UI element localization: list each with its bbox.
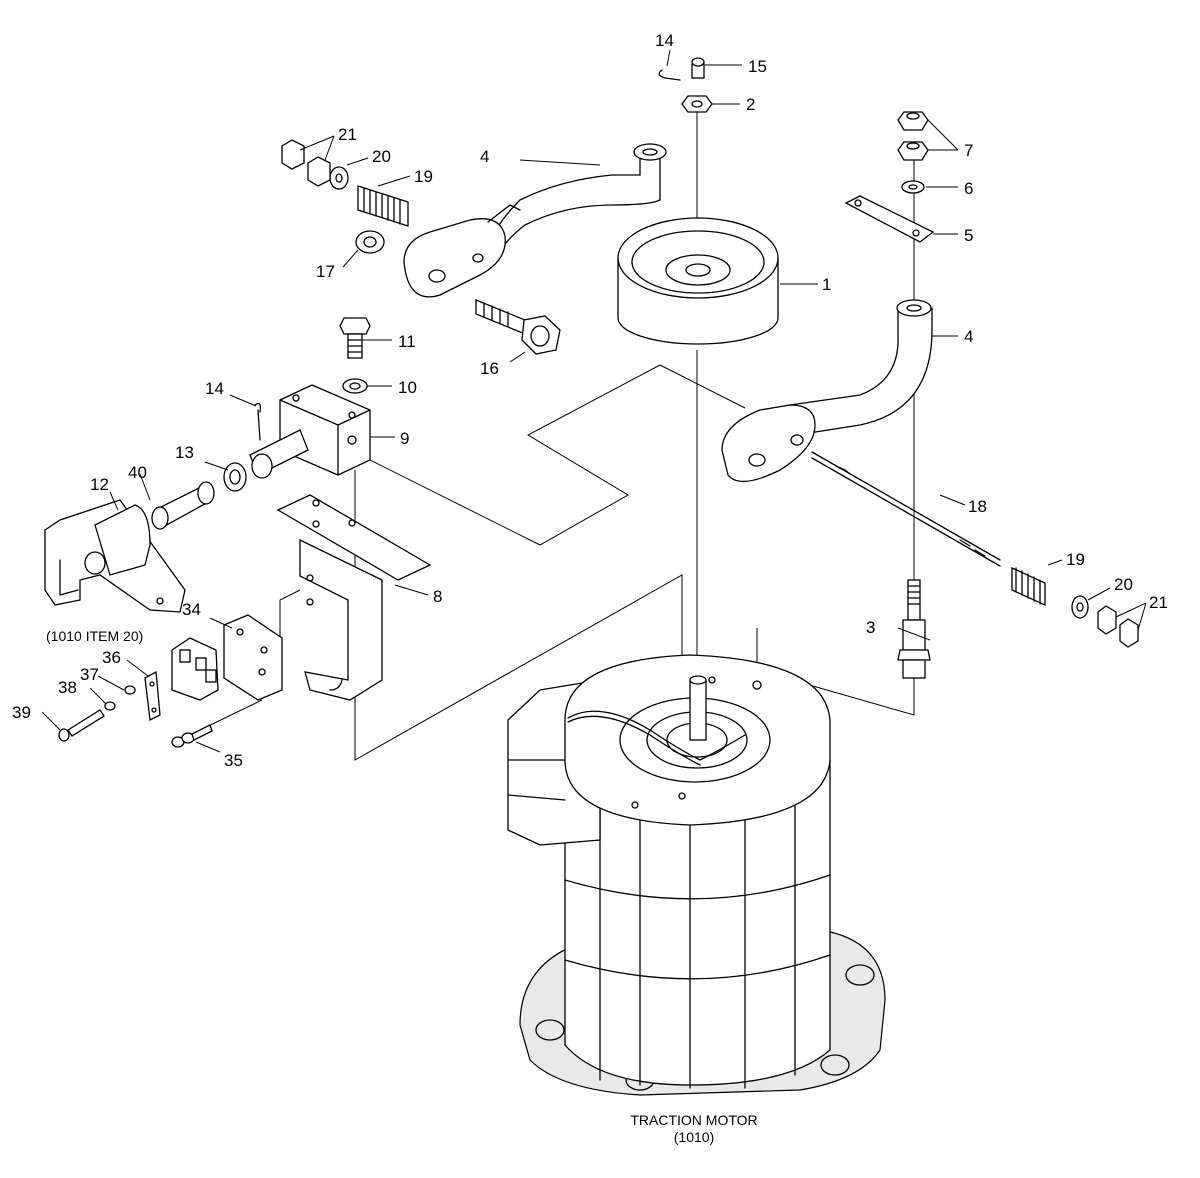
leader-lines [41,49,1147,753]
washer-37 [124,685,136,695]
label-part-18: 18 [968,497,987,516]
switch-plate-34 [223,614,283,701]
label-part-21-right: 21 [1149,593,1168,612]
bracket-8 [276,494,432,701]
screw-39 [58,709,105,742]
washer-38 [104,701,116,711]
motor-caption: TRACTION MOTOR (1010) [630,1112,757,1145]
label-part-16: 16 [480,359,499,378]
nut-pin-cap-group [658,57,713,113]
left-bolt-16 [475,299,561,355]
caption-line-2: (1010) [674,1129,714,1145]
label-part-39: 39 [12,703,31,722]
label-part-15: 15 [748,57,767,76]
label-part-13: 13 [175,443,194,462]
washer-13 [223,462,247,492]
label-part-19-left: 19 [414,167,433,186]
label-part-20-right: 20 [1114,575,1133,594]
label-part-2: 2 [746,95,755,114]
bushing-40 [151,481,215,530]
label-part-3: 3 [866,618,875,637]
label-part-4-left: 4 [480,147,489,166]
callout-note: (1010 ITEM 20) [46,628,143,644]
label-part-35: 35 [224,751,243,770]
label-part-4-right: 4 [964,327,973,346]
right-hardware-stack [844,111,935,243]
limit-switch [171,637,219,701]
label-part-9: 9 [400,429,409,448]
traction-motor [507,654,886,1096]
label-part-34: 34 [182,600,201,619]
label-part-40: 40 [128,463,147,482]
label-part-10: 10 [398,378,417,397]
brake-shoe-right [721,299,933,482]
right-tension-rod [811,451,1139,648]
pivot-block [249,384,371,479]
label-part-6: 6 [964,179,973,198]
label-part-37: 37 [80,665,99,684]
label-part-17: 17 [316,262,335,281]
bolt-11-washer-10 [339,317,371,394]
label-part-38: 38 [58,678,77,697]
label-part-20-left: 20 [372,147,391,166]
stud-bolt [897,579,931,679]
left-spring-hardware [281,139,409,254]
part-number-labels: 1 2 3 4 4 5 6 7 8 9 10 11 12 13 14 14 15… [12,31,1168,770]
screw-35 [171,724,213,748]
label-part-7: 7 [964,141,973,160]
switch-bracket-36 [144,670,161,721]
label-part-21-left: 21 [338,125,357,144]
brake-shoe-left [403,143,667,298]
brake-drum [617,217,779,345]
label-part-11: 11 [398,332,416,351]
caption-line-1: TRACTION MOTOR [630,1112,757,1128]
label-part-5: 5 [964,226,973,245]
label-part-14-top: 14 [655,31,674,50]
label-part-14-left: 14 [205,379,224,398]
label-part-36: 36 [102,648,121,667]
lever-12 [44,499,186,613]
label-part-8: 8 [433,587,442,606]
label-part-12: 12 [90,475,109,494]
label-part-1: 1 [822,275,831,294]
label-part-19-right: 19 [1066,550,1085,569]
